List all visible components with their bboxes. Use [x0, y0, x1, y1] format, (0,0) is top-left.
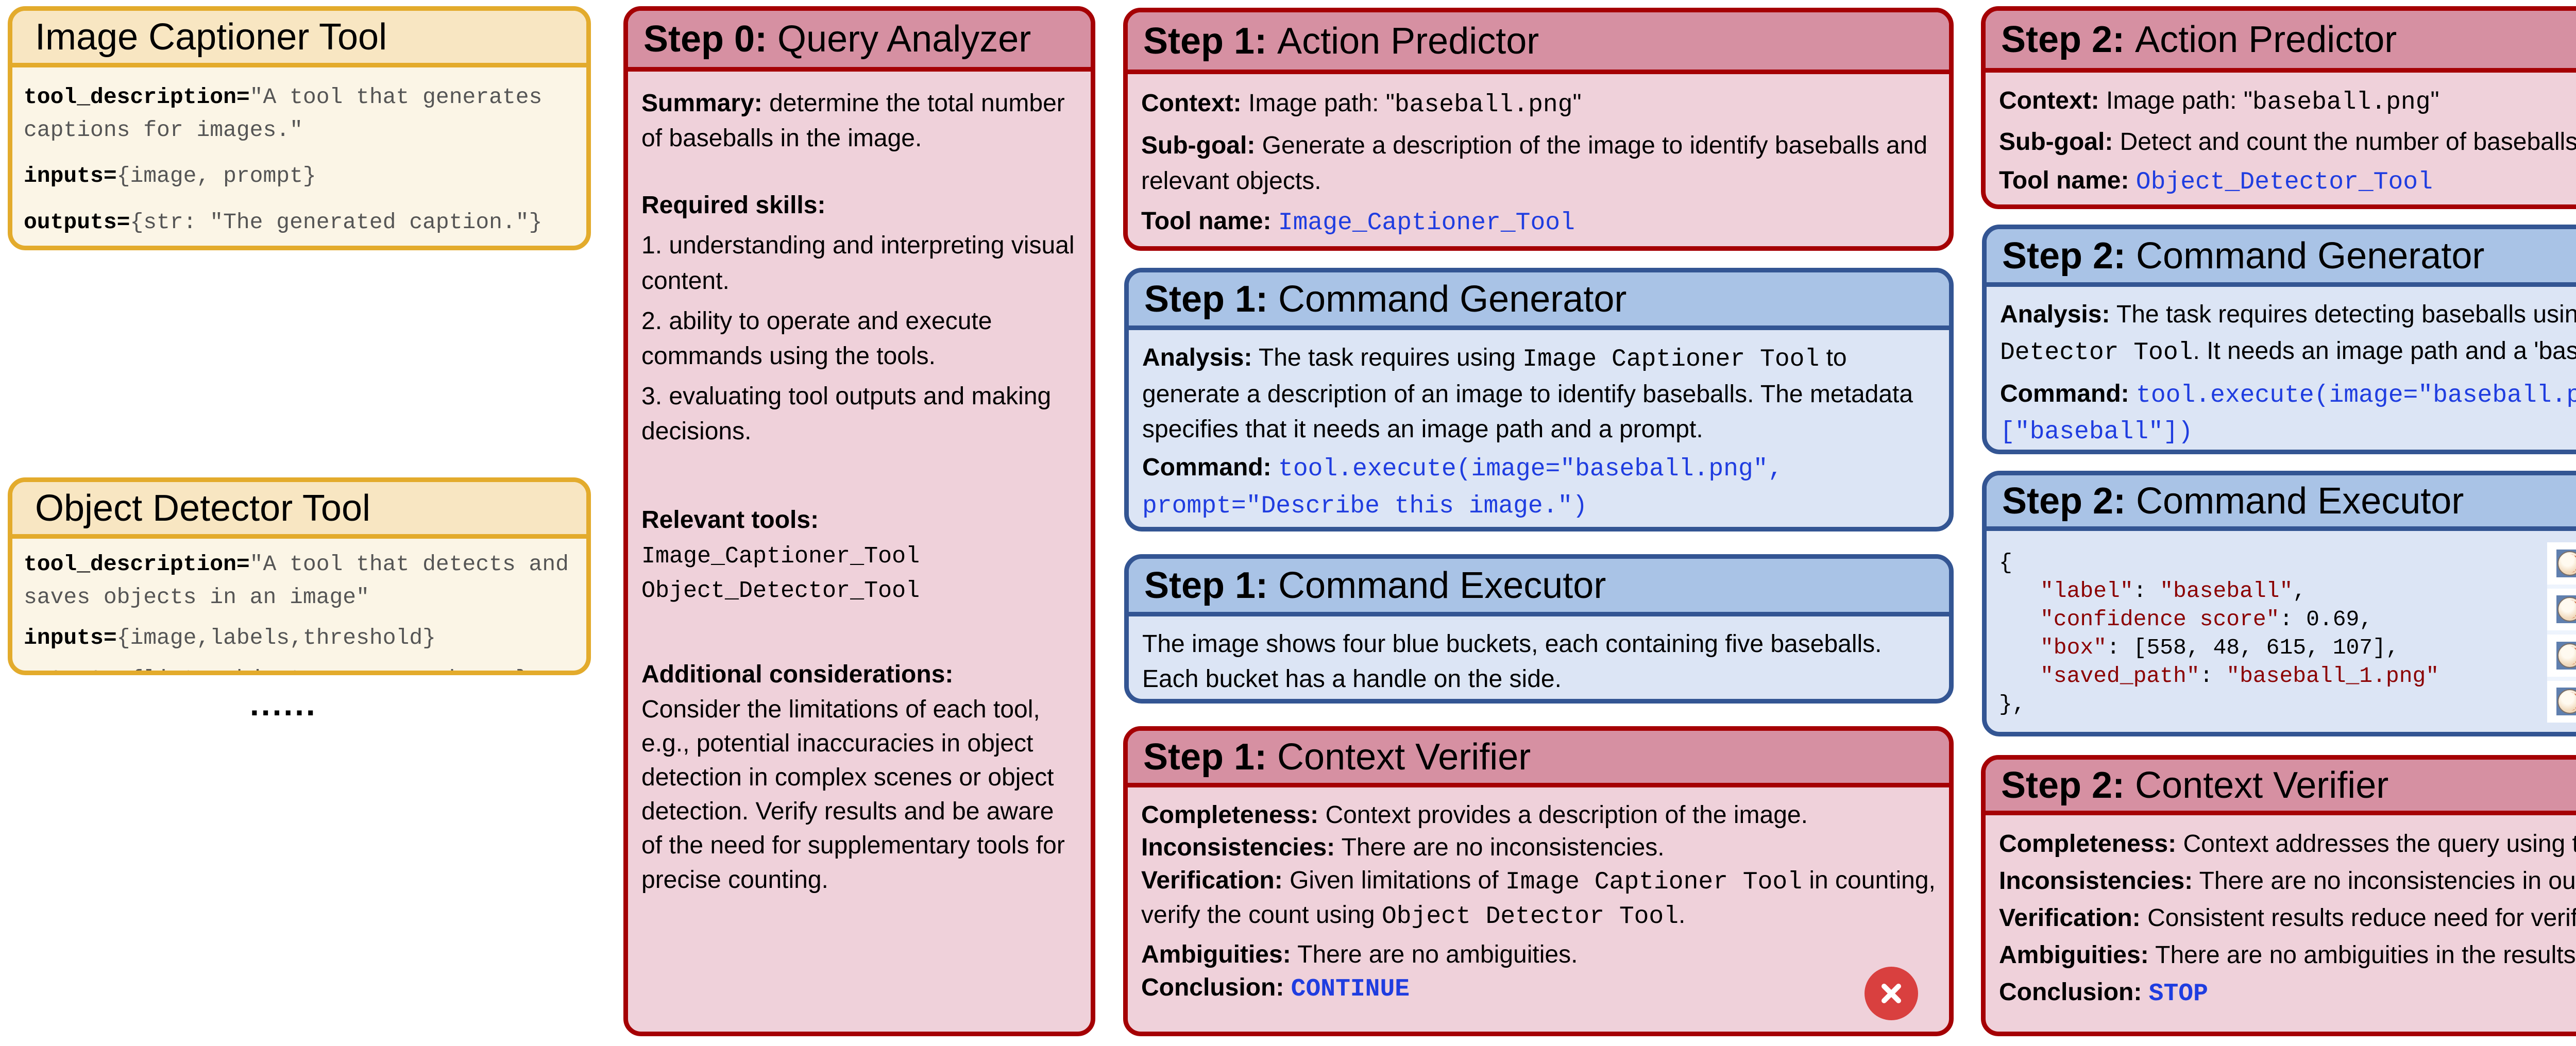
tool-field-outputs: outputs={str: "The generated caption."} — [24, 209, 543, 235]
subgoal-row: Sub-goal: Generate a description of the … — [1141, 131, 1928, 195]
tool-field-outputs: outputs={list: objects, scores, boxes} — [24, 663, 575, 671]
card-body: Context: Image path: "baseball.png" Sub-… — [1128, 74, 1949, 246]
card-header: Step 1:Action Predictor — [1128, 12, 1949, 74]
conclusion-value: CONTINUE — [1291, 975, 1410, 1003]
relevant-tool: Object_Detector_Tool — [641, 578, 920, 605]
tool-card-image-captioner: Image Captioner Tool tool_description="A… — [8, 6, 591, 250]
summary-section: Summary: determine the total number of b… — [641, 90, 1065, 152]
baseball-thumbnail — [2547, 588, 2576, 630]
json-label-row: "label": "baseball", — [2040, 578, 2307, 604]
completeness-row: Completeness: Context addresses the quer… — [1999, 830, 2576, 858]
json-box-row: "box": [558, 48, 615, 107], — [2040, 635, 2399, 661]
executor-json-output: { "label": "baseball", "confidence score… — [1987, 531, 2576, 732]
card-header: Step 1:Context Verifier — [1128, 731, 1949, 787]
card-body: The image shows four blue buckets, each … — [1129, 616, 1949, 699]
relevant-tools-heading: Relevant tools: — [641, 506, 819, 534]
tool-field-inputs: inputs={image,labels,threshold} — [24, 625, 436, 651]
card-body: Context: Image path: "baseball.png" Sub-… — [1986, 73, 2576, 204]
tool-card-body: tool_description="A tool that generates … — [12, 67, 586, 246]
card-body: Completeness: Context addresses the quer… — [1986, 815, 2576, 1025]
card-header: Step 0:Query Analyzer — [628, 11, 1091, 72]
step1-action-predictor-card: Step 1:Action Predictor Context: Image p… — [1123, 8, 1954, 251]
step0-query-analyzer-card: Step 0:Query Analyzer Summary: determine… — [623, 6, 1095, 1036]
card-body: Summary: determine the total number of b… — [628, 72, 1091, 912]
step2-action-predictor-card: Step 2:Action Predictor Context: Image p… — [1981, 6, 2576, 209]
card-body: Completeness: Context provides a descrip… — [1128, 787, 1949, 1018]
skills-heading: Required skills: — [641, 192, 826, 219]
tool-field-inputs: inputs={image, prompt} — [24, 163, 316, 189]
context-row: Context: Image path: "baseball.png" — [1141, 90, 1582, 119]
considerations-text: Consider the limitations of each tool, e… — [641, 695, 1065, 894]
step2-command-generator-card: Step 2:Command Generator Analysis: The t… — [1982, 225, 2576, 454]
tool-name-row: Tool name: Image_Captioner_Tool — [1141, 207, 1575, 237]
command-row: Command: tool.execute(image="baseball.pn… — [2000, 380, 2576, 447]
card-header: Step 1:Command Executor — [1129, 559, 1949, 616]
card-header: Step 1:Command Generator — [1129, 272, 1949, 330]
skill-item: 2. ability to operate and execute comman… — [641, 307, 992, 370]
inconsistencies-row: Inconsistencies: There are no inconsiste… — [1141, 834, 1665, 862]
step1-command-executor-card: Step 1:Command Executor The image shows … — [1124, 554, 1954, 704]
executor-output: The image shows four blue buckets, each … — [1142, 630, 1882, 693]
tool-card-title: Object Detector Tool — [12, 482, 586, 539]
detected-baseball-thumbnails — [2547, 542, 2576, 723]
card-header: Step 2:Command Generator — [1987, 229, 2576, 287]
verification-row: Verification: Given limitations of Image… — [1141, 866, 1936, 931]
tool-card-object-detector: Object Detector Tool tool_description="A… — [8, 477, 591, 675]
baseball-thumbnail — [2547, 680, 2576, 723]
conclusion-value: STOP — [2148, 980, 2208, 1008]
more-tools-ellipsis: ...... — [250, 685, 317, 723]
conclusion-row: Conclusion: CONTINUE — [1141, 973, 1410, 1003]
json-confidence-row: "confidence score": 0.69, — [2040, 607, 2373, 632]
conclusion-row: Conclusion: STOP — [1999, 979, 2208, 1008]
tool-card-title: Image Captioner Tool — [12, 11, 586, 67]
verification-row: Verification: Consistent results reduce … — [1999, 904, 2576, 932]
baseball-thumbnail — [2547, 542, 2576, 585]
skill-item: 1. understanding and interpreting visual… — [641, 232, 1075, 295]
relevant-tool: Image_Captioner_Tool — [641, 543, 920, 570]
skill-item: 3. evaluating tool outputs and making de… — [641, 383, 1052, 445]
baseball-thumbnail — [2547, 635, 2576, 677]
command-row: Command: tool.execute(image="baseball.pn… — [1142, 454, 1783, 520]
subgoal-row: Sub-goal: Detect and count the number of… — [1999, 128, 2576, 156]
card-header: Step 2:Action Predictor — [1986, 11, 2576, 73]
tool-name-row: Tool name: Object_Detector_Tool — [1999, 167, 2433, 197]
step1-context-verifier-card: Step 1:Context Verifier Completeness: Co… — [1123, 726, 1954, 1036]
json-saved-path-row: "saved_path": "baseball_1.png" — [2040, 663, 2439, 689]
completeness-row: Completeness: Context provides a descrip… — [1141, 801, 1808, 829]
x-circle-icon — [1865, 967, 1918, 1020]
step2-context-verifier-card: Step 2:Context Verifier Completeness: Co… — [1981, 755, 2576, 1036]
ambiguities-row: Ambiguities: There are no ambiguities in… — [1999, 941, 2576, 969]
card-header: Step 2:Context Verifier — [1986, 760, 2576, 815]
inconsistencies-row: Inconsistencies: There are no inconsiste… — [1999, 867, 2576, 895]
step1-command-generator-card: Step 1:Command Generator Analysis: The t… — [1124, 268, 1954, 531]
card-body: Analysis: The task requires detecting ba… — [1987, 287, 2576, 450]
context-row: Context: Image path: "baseball.png" — [1999, 87, 2439, 116]
analysis-row: Analysis: The task requires detecting ba… — [2000, 301, 2576, 367]
analysis-row: Analysis: The task requires using Image … — [1142, 344, 1913, 443]
tool-field-description: tool_description="A tool that generates … — [24, 84, 543, 143]
step2-command-executor-card: Step 2:Command Executor { "label": "base… — [1982, 471, 2576, 736]
card-header: Step 2:Command Executor — [1987, 475, 2576, 531]
considerations-heading: Additional considerations: — [641, 661, 954, 689]
ambiguities-row: Ambiguities: There are no ambiguities. — [1141, 941, 1578, 969]
tool-field-description: tool_description="A tool that detects an… — [24, 552, 569, 610]
tool-card-body: tool_description="A tool that detects an… — [12, 539, 586, 671]
card-body: Analysis: The task requires using Image … — [1129, 330, 1949, 527]
